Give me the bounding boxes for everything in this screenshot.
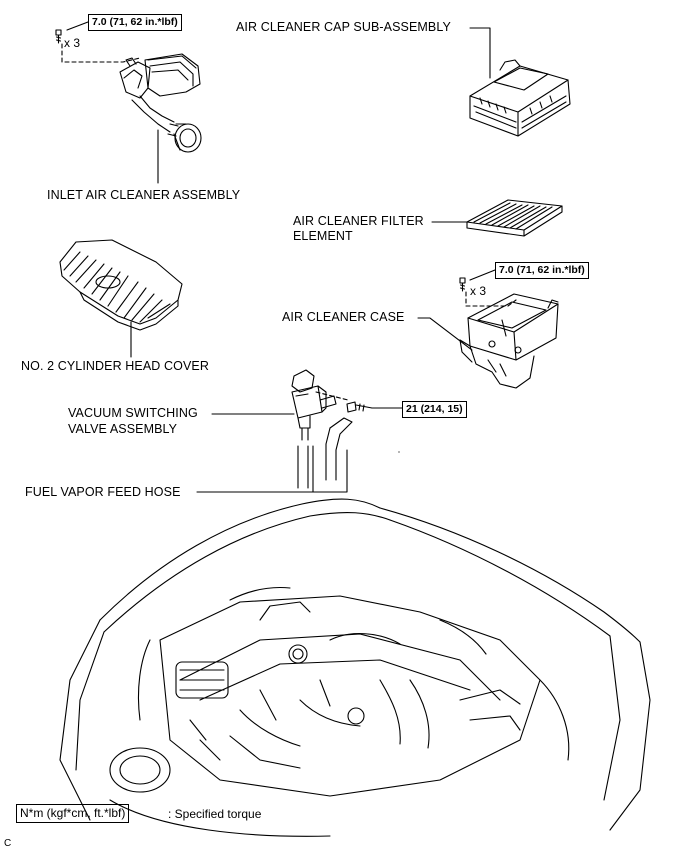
quantity-inlet-bolts: x 3 (64, 36, 81, 50)
label-filter-line1: AIR CLEANER FILTER (293, 214, 424, 228)
case-bolt-icon (459, 277, 466, 292)
stray-mark (398, 451, 400, 453)
torque-case-bolts: 7.0 (71, 62 in.*lbf) (495, 262, 589, 279)
hose-leader-right (196, 449, 348, 493)
air-cleaner-case (459, 293, 559, 389)
label-cylinder-head-cover: NO. 2 CYLINDER HEAD COVER (21, 359, 209, 373)
legend-torque-box: N*m (kgf*cm, ft.*lbf) (16, 804, 130, 823)
fuel-vapor-feed-hose (297, 417, 353, 489)
quantity-case-bolts: x 3 (470, 284, 487, 298)
label-air-cleaner-case: AIR CLEANER CASE (282, 310, 405, 324)
vsv-leader-lines (211, 391, 403, 415)
case-leader-lines (465, 269, 517, 307)
inlet-leader-lines (61, 21, 141, 63)
label-air-cleaner-cap: AIR CLEANER CAP SUB-ASSEMBLY (236, 20, 451, 34)
cylinder-head-cover (59, 239, 183, 331)
air-cleaner-cap (469, 59, 571, 137)
case-label-leader (417, 317, 473, 351)
label-inlet-air-cleaner: INLET AIR CLEANER ASSEMBLY (47, 188, 241, 202)
label-vsv-line2: VALVE ASSEMBLY (68, 422, 178, 436)
air-cleaner-filter-element (466, 199, 563, 237)
vacuum-switching-valve (291, 369, 337, 441)
legend-specified-torque: : Specified torque (168, 807, 262, 821)
cap-label-leader (469, 27, 491, 79)
label-fuel-vapor-hose: FUEL VAPOR FEED HOSE (25, 485, 181, 499)
figure-code: C (4, 838, 12, 849)
vsv-bolt (346, 401, 373, 413)
label-filter-line2: ELEMENT (293, 229, 353, 243)
torque-inlet-bolts: 7.0 (71, 62 in.*lbf) (88, 14, 182, 31)
inlet-bolt-icon (55, 29, 62, 44)
inlet-air-cleaner-assembly (119, 53, 202, 153)
vehicle-engine-bay (59, 498, 651, 837)
label-vsv-line1: VACUUM SWITCHING (68, 406, 198, 420)
torque-vsv-bolt: 21 (214, 15) (402, 401, 467, 418)
